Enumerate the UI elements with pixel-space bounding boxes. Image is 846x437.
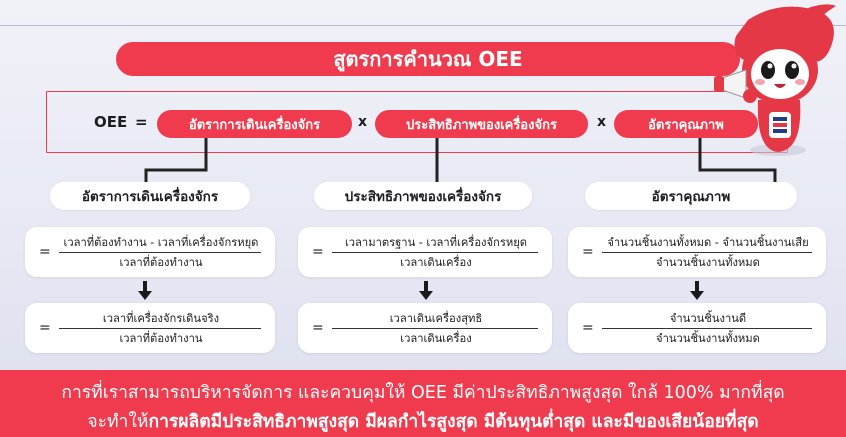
mascot-megaphone-icon [714, 4, 836, 156]
quality-formula-card: = จำนวนชิ้นงานทั้งหมด - จำนวนชิ้นงานเสีย… [568, 227, 826, 277]
fraction-denominator: จำนวนชิ้นงานทั้งหมด [656, 332, 760, 345]
factor-title-quality: อัตราคุณภาพ [585, 182, 797, 210]
formula-times-2: x [597, 114, 607, 130]
fraction-denominator: จำนวนชิ้นงานทั้งหมด [656, 256, 760, 269]
fraction-bar [602, 328, 812, 329]
arrow-down-icon [419, 281, 433, 300]
fraction-denominator: เวลาที่ต้องทำงาน [119, 256, 203, 269]
equals-sign: = [582, 244, 594, 260]
summary-line-2-emphasis: การผลิตมีประสิทธิภาพสูงสุด มีผลกำไรสูงสุ… [148, 412, 759, 432]
summary-line-1: การที่เราสามารถบริหารจัดการ และควบคุมให้… [61, 383, 785, 403]
quality-result-card: = จำนวนชิ้นงานดี จำนวนชิ้นงานทั้งหมด [568, 303, 826, 353]
fraction-bar [332, 252, 538, 253]
fraction-numerator: เวลาที่เครื่องจักรเดินจริง [102, 312, 220, 325]
formula-term-performance: ประสิทธิภาพของเครื่องจักร [375, 110, 588, 138]
summary-line-2: จะทำให้การผลิตมีประสิทธิภาพสูงสุด มีผลกำ… [0, 407, 846, 435]
fraction-numerator: เวลาเดินเครื่องสุทธิ [389, 312, 483, 325]
summary-band: การที่เราสามารถบริหารจัดการ และควบคุมให้… [0, 370, 846, 437]
formula-lhs: OEE [94, 113, 128, 131]
equals-sign: = [582, 320, 594, 336]
fraction-bar [332, 328, 538, 329]
equals-sign: = [39, 244, 51, 260]
arrow-down-icon [138, 281, 152, 300]
arrow-down-icon [690, 281, 704, 300]
equals-sign: = [312, 320, 324, 336]
fraction-denominator: เวลาที่ต้องทำงาน [119, 332, 203, 345]
factor-title-performance: ประสิทธิภาพของเครื่องจักร [314, 182, 532, 210]
formula-term-quality: อัตราคุณภาพ [614, 110, 758, 138]
performance-result-card: = เวลาเดินเครื่องสุทธิ เวลาเดินเครื่อง [298, 303, 552, 353]
performance-formula-card: = เวลามาตรฐาน - เวลาที่เครื่องจักรหยุด เ… [298, 227, 552, 277]
equals-sign: = [39, 320, 51, 336]
fraction-denominator: เวลาเดินเครื่อง [400, 332, 472, 345]
summary-line-2-prefix: จะทำให้ [87, 412, 149, 432]
availability-formula-card: = เวลาที่ต้องทำงาน - เวลาที่เครื่องจักรห… [25, 227, 275, 277]
availability-result-card: = เวลาที่เครื่องจักรเดินจริง เวลาที่ต้อง… [25, 303, 275, 353]
formula-times-1: x [358, 114, 368, 130]
fraction-numerator: เวลาที่ต้องทำงาน - เวลาที่เครื่องจักรหยุ… [63, 236, 259, 249]
fraction-bar [602, 252, 812, 253]
equals-sign: = [312, 244, 324, 260]
fraction-numerator: จำนวนชิ้นงานทั้งหมด - จำนวนชิ้นงานเสีย [607, 236, 809, 249]
fraction-bar [59, 328, 261, 329]
fraction-numerator: เวลามาตรฐาน - เวลาที่เครื่องจักรหยุด [344, 236, 528, 249]
fraction-numerator: จำนวนชิ้นงานดี [669, 312, 747, 325]
fraction-bar [59, 252, 261, 253]
formula-term-availability: อัตราการเดินเครื่องจักร [157, 110, 352, 138]
top-divider [0, 25, 846, 26]
title-banner: สูตรการคำนวณ OEE [116, 42, 740, 76]
factor-title-availability: อัตราการเดินเครื่องจักร [50, 182, 250, 210]
formula-equals: = [135, 113, 148, 131]
fraction-denominator: เวลาเดินเครื่อง [400, 256, 472, 269]
